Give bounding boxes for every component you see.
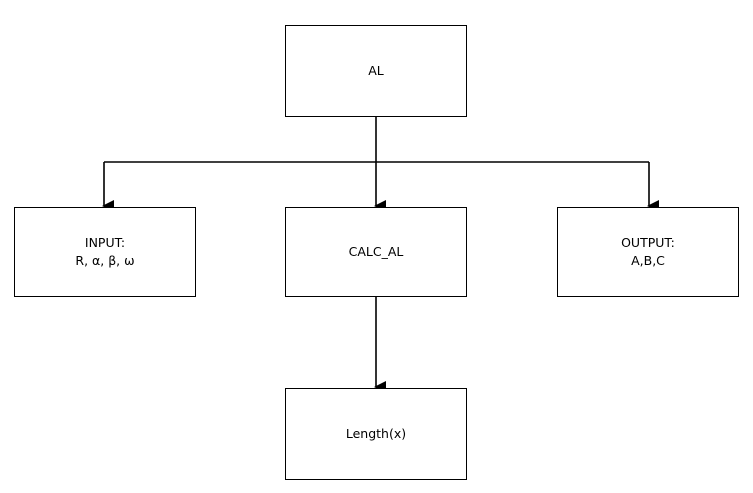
node-length-label: Length(x) bbox=[345, 426, 407, 441]
node-length: Length(x) bbox=[285, 388, 467, 480]
node-output-title: OUTPUT: bbox=[621, 235, 675, 250]
node-input-title: INPUT: bbox=[84, 235, 126, 250]
node-output: OUTPUT: A,B,C bbox=[557, 207, 739, 297]
node-al: AL bbox=[285, 25, 467, 117]
node-input: INPUT: R, α, β, ω bbox=[14, 207, 196, 297]
node-input-params: R, α, β, ω bbox=[75, 253, 135, 268]
node-al-label: AL bbox=[368, 63, 384, 78]
node-output-values: A,B,C bbox=[631, 253, 665, 268]
node-calc-al-label: CALC_AL bbox=[348, 244, 404, 259]
node-calc-al: CALC_AL bbox=[285, 207, 467, 297]
